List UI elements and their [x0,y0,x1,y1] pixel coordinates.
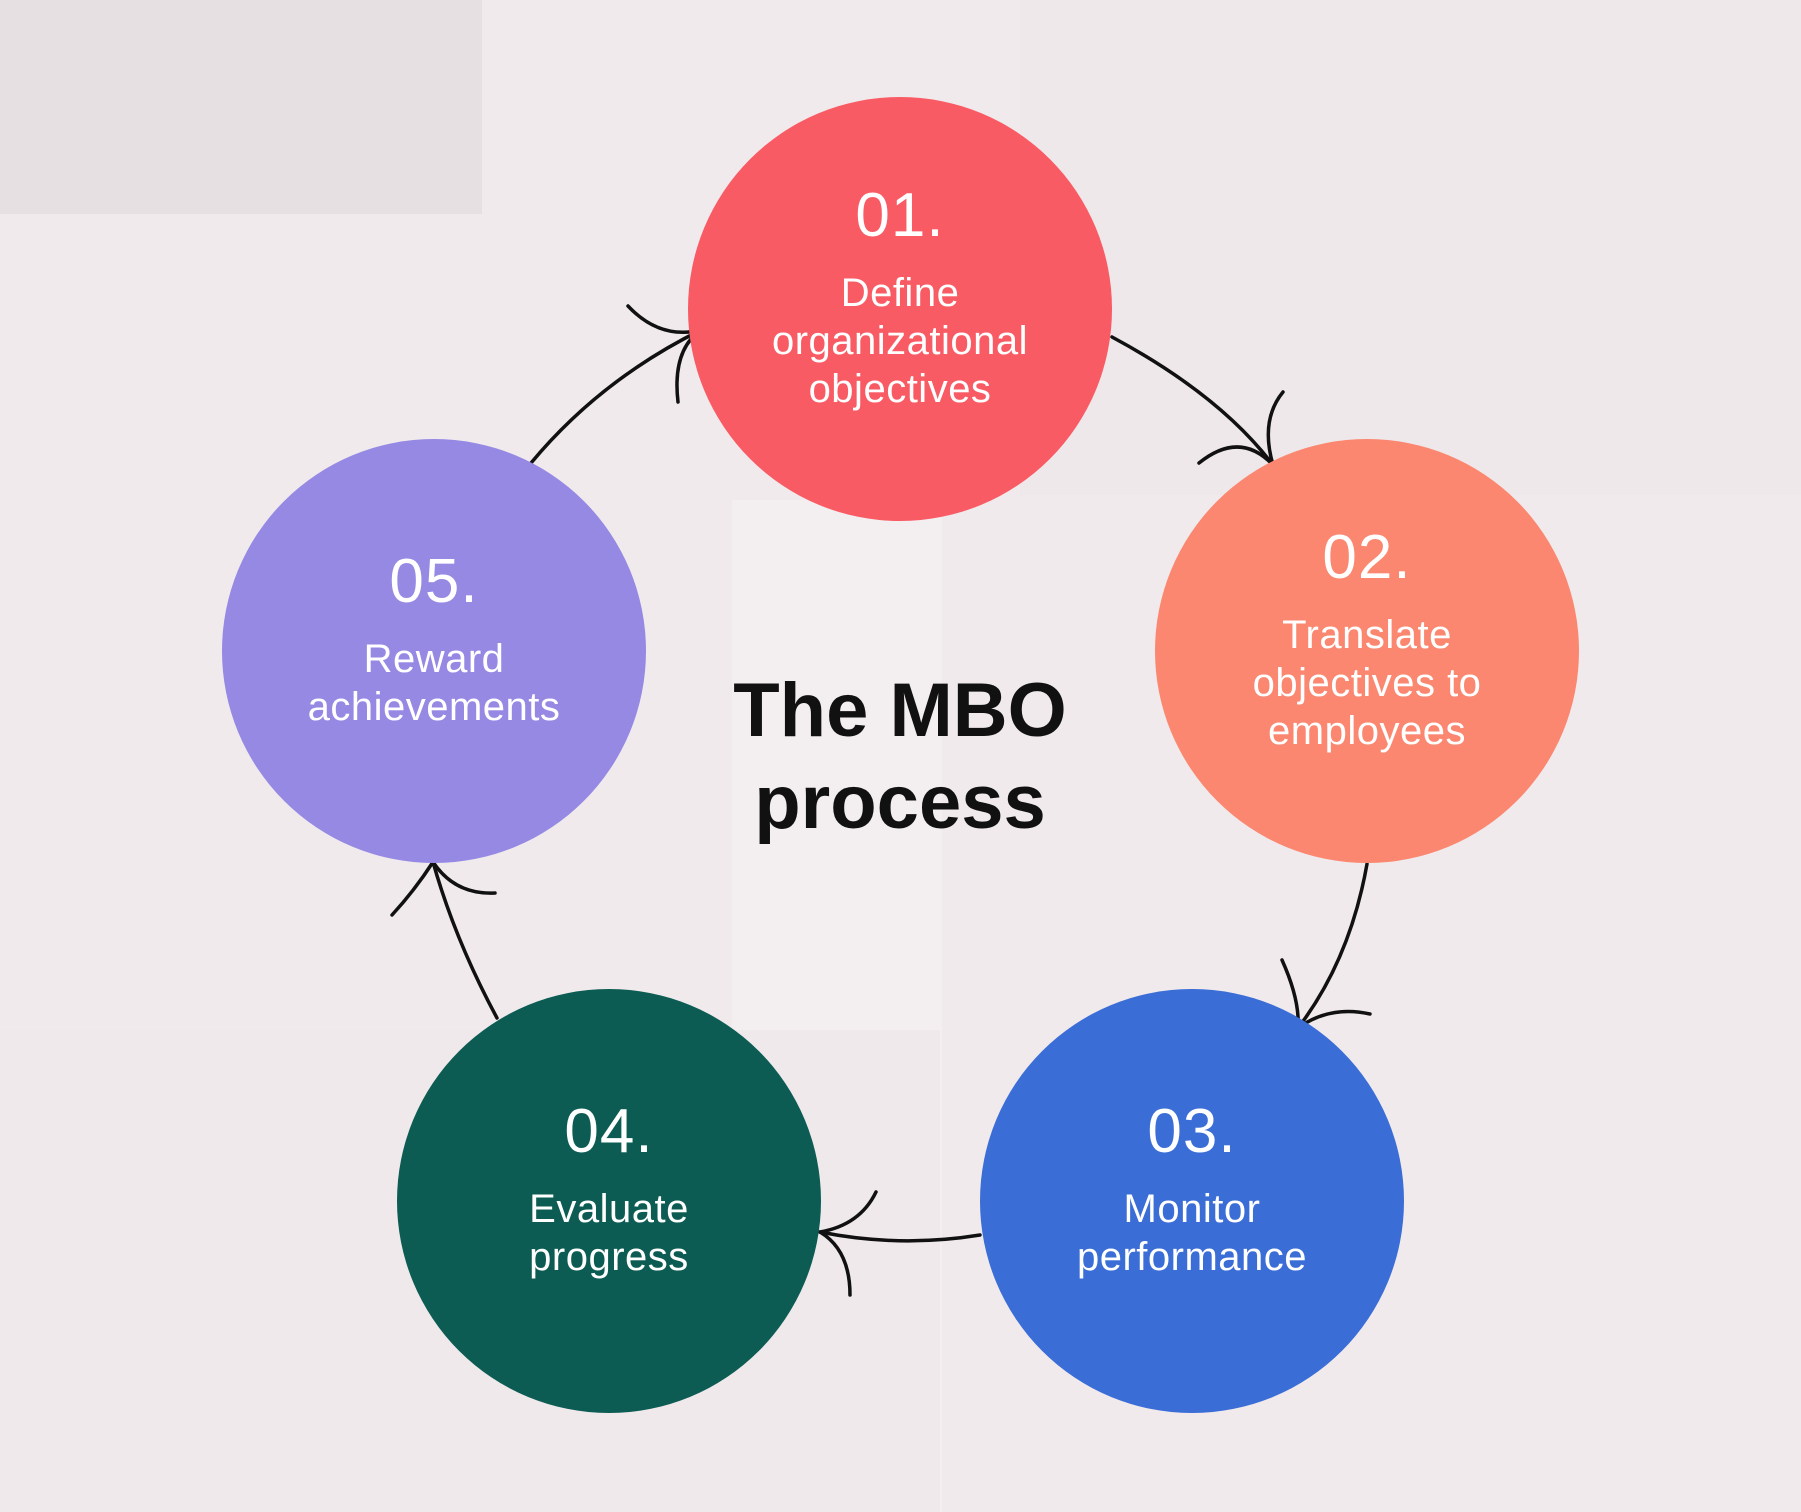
arrow-head [390,858,497,917]
arrow-head [815,1190,878,1297]
step-label: Evaluate progress [529,1187,689,1279]
step-label: Reward achievements [307,637,561,729]
arrow-line [1110,335,1275,467]
arrow-line [818,1230,982,1243]
arrow-line [529,328,703,465]
step-label: Monitor performance [1076,1187,1308,1279]
step-5-reward-achievements: 05. Reward achievements [222,439,646,863]
arrow-2-to-3 [1280,862,1372,1032]
step-number: 03. [1147,1097,1237,1166]
background-panel [1020,0,1801,495]
step-number: 05. [389,547,479,616]
background-panel [0,0,482,214]
step-4-evaluate-progress: 04. Evaluate progress [397,989,821,1413]
diagram-title: The MBO process [733,668,1067,845]
arrow-3-to-4 [815,1190,982,1297]
step-2-translate-objectives: 02. Translate objectives to employees [1155,439,1579,863]
step-number: 04. [564,1097,654,1166]
step-number: 02. [1322,523,1412,592]
step-3-monitor-performance: 03. Monitor performance [980,989,1404,1413]
step-1-define-objectives: 01. Define organizational objectives [688,97,1112,521]
arrow-line [1296,862,1369,1030]
arrow-5-to-1 [529,304,703,465]
step-label: Define organizational objectives [771,271,1029,411]
arrow-4-to-5 [390,858,499,1020]
step-number: 01. [855,181,945,250]
arrow-line [431,860,499,1020]
arrow-1-to-2 [1110,335,1285,467]
step-label: Translate objectives to employees [1252,613,1482,753]
